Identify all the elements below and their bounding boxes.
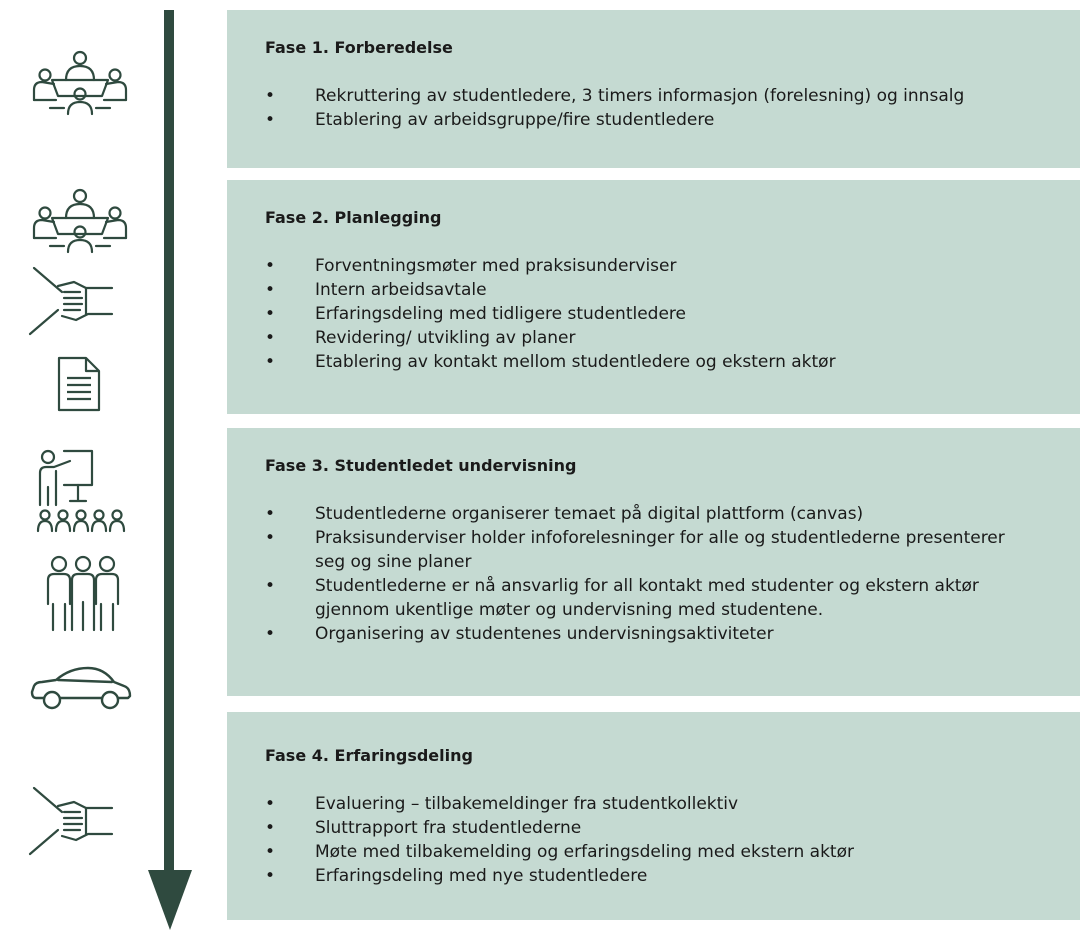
- list-item-text: Sluttrapport fra studentlederne: [315, 818, 582, 838]
- list-item-text: Etablering av arbeidsgruppe/fire student…: [315, 110, 715, 130]
- phase-2-title: Fase 2. Planlegging: [265, 208, 442, 227]
- list-item: • Praksisunderviser holder infoforelesnin…: [265, 526, 1025, 574]
- list-item-text: Møte med tilbakemelding og erfaringsdeli…: [315, 842, 854, 862]
- phase-4-title: Fase 4. Erfaringsdeling: [265, 746, 473, 765]
- list-item-text: Rekruttering av studentledere, 3 timers …: [315, 86, 965, 106]
- list-item-text: Erfaringsdeling med tidligere studentled…: [315, 304, 686, 324]
- list-item: • Evaluering – tilbakemeldinger fra stude…: [265, 792, 1080, 816]
- list-item-text: Revidering/ utvikling av planer: [315, 328, 576, 348]
- list-item: • Organisering av studentenes undervisnin…: [265, 622, 1025, 646]
- meeting-table-icon: [28, 186, 132, 264]
- bullet: •: [265, 576, 276, 596]
- list-item-text: Evaluering – tilbakemeldinger fra studen…: [315, 794, 739, 814]
- presenter-audience-icon: [36, 447, 130, 539]
- bullet: •: [265, 528, 276, 548]
- bullet: •: [265, 352, 276, 372]
- document-icon: [56, 355, 102, 413]
- list-item: • Rekruttering av studentledere, 3 timers…: [265, 84, 1080, 108]
- bullet: •: [265, 110, 276, 130]
- bullet: •: [265, 256, 276, 276]
- bullet: •: [265, 328, 276, 348]
- phase-1-panel: Fase 1. Forberedelse • Rekruttering av st…: [227, 10, 1080, 168]
- handshake-icon: [28, 782, 120, 860]
- bullet: •: [265, 842, 276, 862]
- phase-4-panel: Fase 4. Erfaringsdeling • Evaluering – ti…: [227, 712, 1080, 920]
- list-item: • Erfaringsdeling med tidligere studentle…: [265, 302, 1080, 326]
- list-item-text: Erfaringsdeling med nye studentledere: [315, 866, 648, 886]
- phase-4-list: • Evaluering – tilbakemeldinger fra stude…: [265, 792, 1080, 888]
- handshake-icon: [28, 262, 120, 340]
- list-item: • Intern arbeidsavtale: [265, 278, 1080, 302]
- car-icon: [30, 664, 132, 714]
- list-item: • Etablering av kontakt mellom studentled…: [265, 350, 1080, 374]
- timeline-arrow: [148, 10, 192, 930]
- list-item: • Forventningsmøter med praksisunderviser: [265, 254, 1080, 278]
- list-item: • Revidering/ utvikling av planer: [265, 326, 1080, 350]
- list-item: • Erfaringsdeling med nye studentledere: [265, 864, 1080, 888]
- list-item: • Møte med tilbakemelding og erfaringsdel…: [265, 840, 1080, 864]
- phase-2-panel: Fase 2. Planlegging • Forventningsmøter m…: [227, 180, 1080, 414]
- list-item-text: Studentlederne organiserer temaet på dig…: [315, 504, 864, 524]
- list-item-text: Forventningsmøter med praksisunderviser: [315, 256, 677, 276]
- list-item-text: Intern arbeidsavtale: [315, 280, 487, 300]
- timeline-arrowhead: [148, 870, 192, 930]
- list-item-text: Studentlederne er nå ansvarlig for all k…: [315, 576, 979, 620]
- phase-3-panel: Fase 3. Studentledet undervisning • Stude…: [227, 428, 1080, 696]
- list-item-text: Etablering av kontakt mellom studentlede…: [315, 352, 836, 372]
- group-people-icon: [44, 554, 122, 632]
- list-item: • Sluttrapport fra studentlederne: [265, 816, 1080, 840]
- phase-3-list: • Studentlederne organiserer temaet på di…: [265, 502, 1025, 646]
- bullet: •: [265, 86, 276, 106]
- bullet: •: [265, 280, 276, 300]
- bullet: •: [265, 304, 276, 324]
- phase-1-title: Fase 1. Forberedelse: [265, 38, 453, 57]
- phase-3-title: Fase 3. Studentledet undervisning: [265, 456, 577, 475]
- bullet: •: [265, 504, 276, 524]
- list-item-text: Praksisunderviser holder infoforelesning…: [315, 528, 1005, 572]
- bullet: •: [265, 818, 276, 838]
- list-item-text: Organisering av studentenes undervisning…: [315, 624, 774, 644]
- timeline-arrow-shaft: [164, 10, 174, 880]
- bullet: •: [265, 794, 276, 814]
- phase-1-list: • Rekruttering av studentledere, 3 timers…: [265, 84, 1080, 132]
- bullet: •: [265, 866, 276, 886]
- meeting-table-icon: [28, 48, 132, 126]
- bullet: •: [265, 624, 276, 644]
- list-item: • Studentlederne er nå ansvarlig for all …: [265, 574, 1025, 622]
- phase-2-list: • Forventningsmøter med praksisunderviser…: [265, 254, 1080, 374]
- list-item: • Studentlederne organiserer temaet på di…: [265, 502, 1025, 526]
- list-item: • Etablering av arbeidsgruppe/fire studen…: [265, 108, 1080, 132]
